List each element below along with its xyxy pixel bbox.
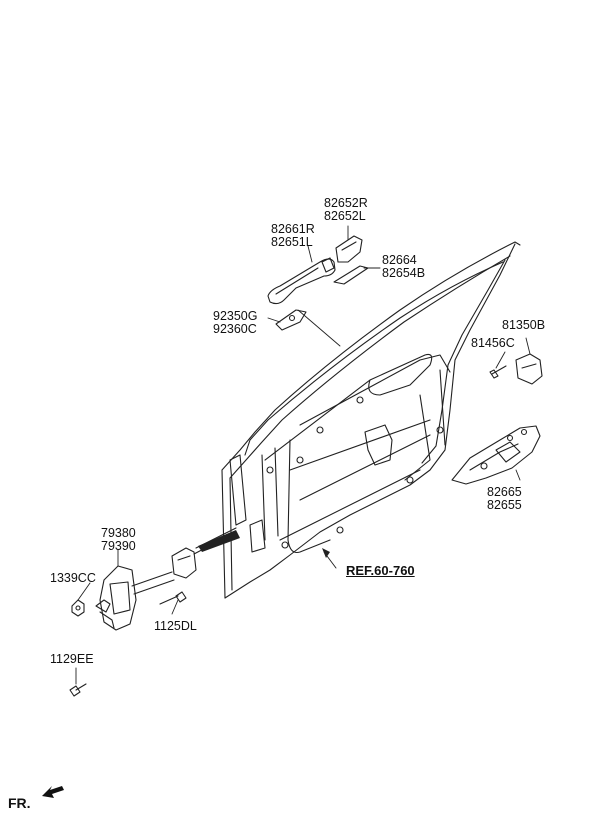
front-indicator: FR. (8, 795, 31, 811)
striker-bolt (489, 365, 507, 379)
fr-arrow-icon (42, 786, 64, 798)
label-handle-cover: 82652R 82652L (324, 196, 368, 223)
label-door-latch: 82665 82655 (487, 485, 522, 512)
reference-link[interactable]: REF.60-760 (346, 563, 415, 578)
bolt-1129ee (69, 683, 87, 697)
handle-bracket (275, 309, 307, 331)
door-panel (221, 241, 521, 599)
handle-cover (335, 235, 363, 263)
door-latch (451, 425, 541, 485)
label-handle-bracket: 92350G 92360C (213, 309, 258, 336)
label-hinge-bolt: 1129EE (50, 652, 94, 666)
label-striker: 81350B (502, 318, 546, 332)
handle-pad (333, 265, 369, 285)
bolt-1125dl (159, 591, 187, 605)
label-nut: 1339CC (50, 571, 96, 585)
label-handle-pad: 82664 82654B (382, 253, 426, 280)
wiring-harness (198, 530, 240, 552)
nut-1339cc (71, 599, 85, 617)
door-striker (515, 353, 543, 385)
label-striker-bolt: 81456C (471, 336, 515, 350)
outside-handle (267, 257, 336, 305)
leader-lines (75, 225, 531, 685)
label-outside-handle: 82661R 82651L (271, 222, 315, 249)
ref-arrow (322, 548, 330, 558)
label-checker-bolt: 1125DL (154, 619, 197, 633)
label-door-checker: 79380 79390 (101, 526, 136, 553)
